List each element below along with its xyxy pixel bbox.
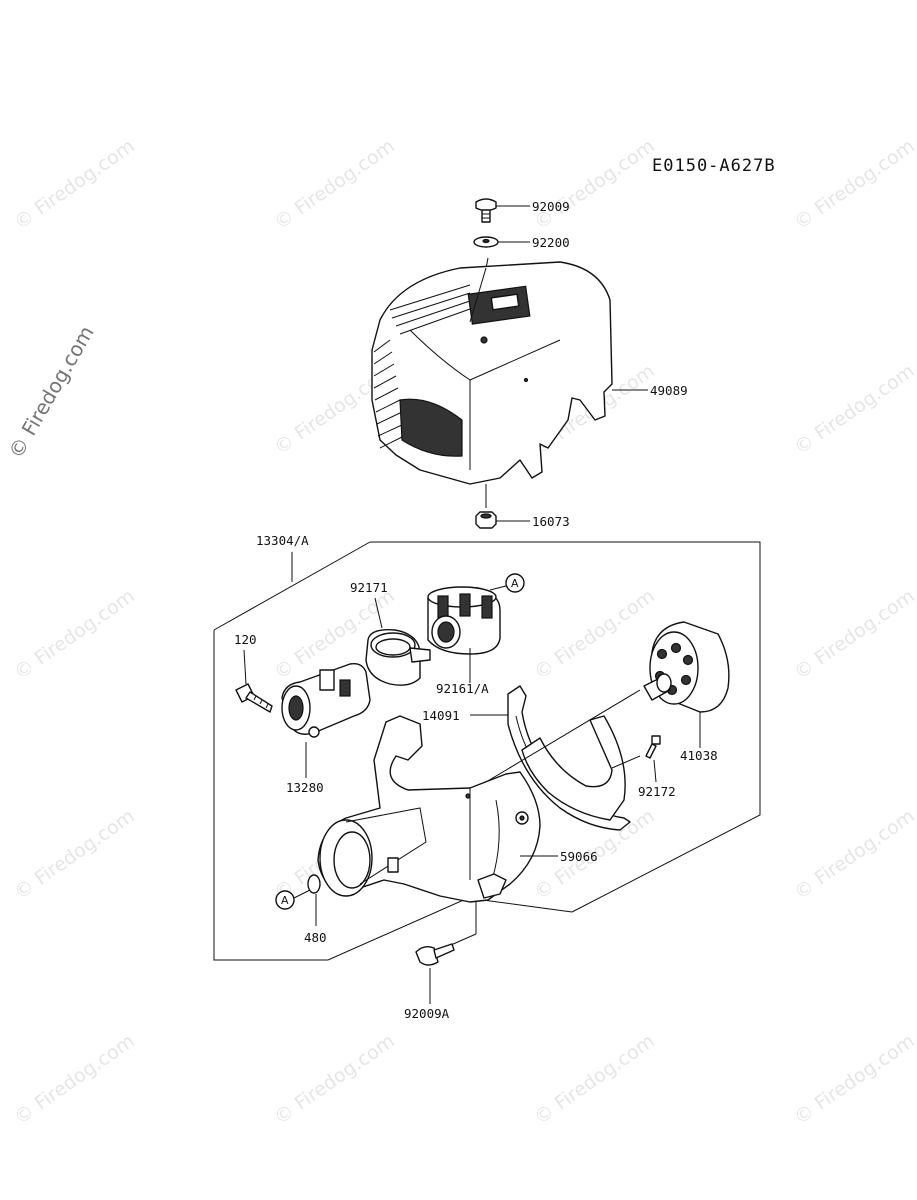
watermark: © Firedog.com (790, 1030, 917, 1129)
ref-marker-a-top: A (505, 573, 525, 593)
watermark: © Firedog.com (270, 135, 398, 234)
nut-16073 (475, 511, 497, 529)
label-480: 480 (304, 930, 327, 945)
label-92171: 92171 (350, 580, 388, 595)
housing-59066 (317, 715, 541, 903)
label-13304a: 13304/A (256, 533, 309, 548)
label-49089: 49089 (650, 383, 688, 398)
watermark: © Firedog.com (530, 585, 658, 684)
watermark: © Firedog.com (790, 360, 917, 459)
washer-92200 (473, 236, 499, 248)
label-92161a: 92161/A (436, 681, 489, 696)
label-92009a: 92009A (404, 1006, 450, 1021)
holder-13280 (281, 662, 371, 738)
label-59066: 59066 (560, 849, 598, 864)
watermark: © Firedog.com (10, 805, 138, 904)
watermark-large: © Firedog.com (4, 322, 99, 463)
shield-plate (521, 715, 626, 821)
watermark: © Firedog.com (10, 1030, 138, 1129)
watermark: © Firedog.com (530, 135, 658, 234)
watermark: © Firedog.com (530, 1030, 658, 1129)
clutch-92161a (427, 586, 501, 655)
label-120: 120 (234, 632, 257, 647)
label-41038: 41038 (680, 748, 718, 763)
cylinder-cover-49089 (371, 261, 613, 485)
watermark: © Firedog.com (790, 135, 917, 234)
ref-marker-a-bottom: A (275, 890, 295, 910)
svg-text:A: A (281, 894, 289, 907)
label-14091: 14091 (422, 708, 460, 723)
diagram-code: E0150-A627B (652, 156, 776, 176)
ring-92171 (365, 629, 431, 686)
bolt-92009a (415, 943, 455, 966)
screw-92172 (645, 735, 661, 759)
bolt-120 (235, 683, 273, 713)
watermark: © Firedog.com (10, 135, 138, 234)
label-92172: 92172 (638, 784, 676, 799)
watermark: © Firedog.com (10, 585, 138, 684)
bolt-92009 (475, 198, 497, 223)
label-13280: 13280 (286, 780, 324, 795)
watermark: © Firedog.com (270, 1030, 398, 1129)
watermark: © Firedog.com (790, 805, 917, 904)
label-16073: 16073 (532, 514, 570, 529)
assembly-outline (213, 541, 761, 961)
label-92009: 92009 (532, 199, 570, 214)
watermark: © Firedog.com (790, 585, 917, 684)
clutch-bell-41038 (643, 621, 730, 713)
svg-text:A: A (511, 577, 519, 590)
label-92200: 92200 (532, 235, 570, 250)
o-ring-480 (307, 874, 321, 894)
